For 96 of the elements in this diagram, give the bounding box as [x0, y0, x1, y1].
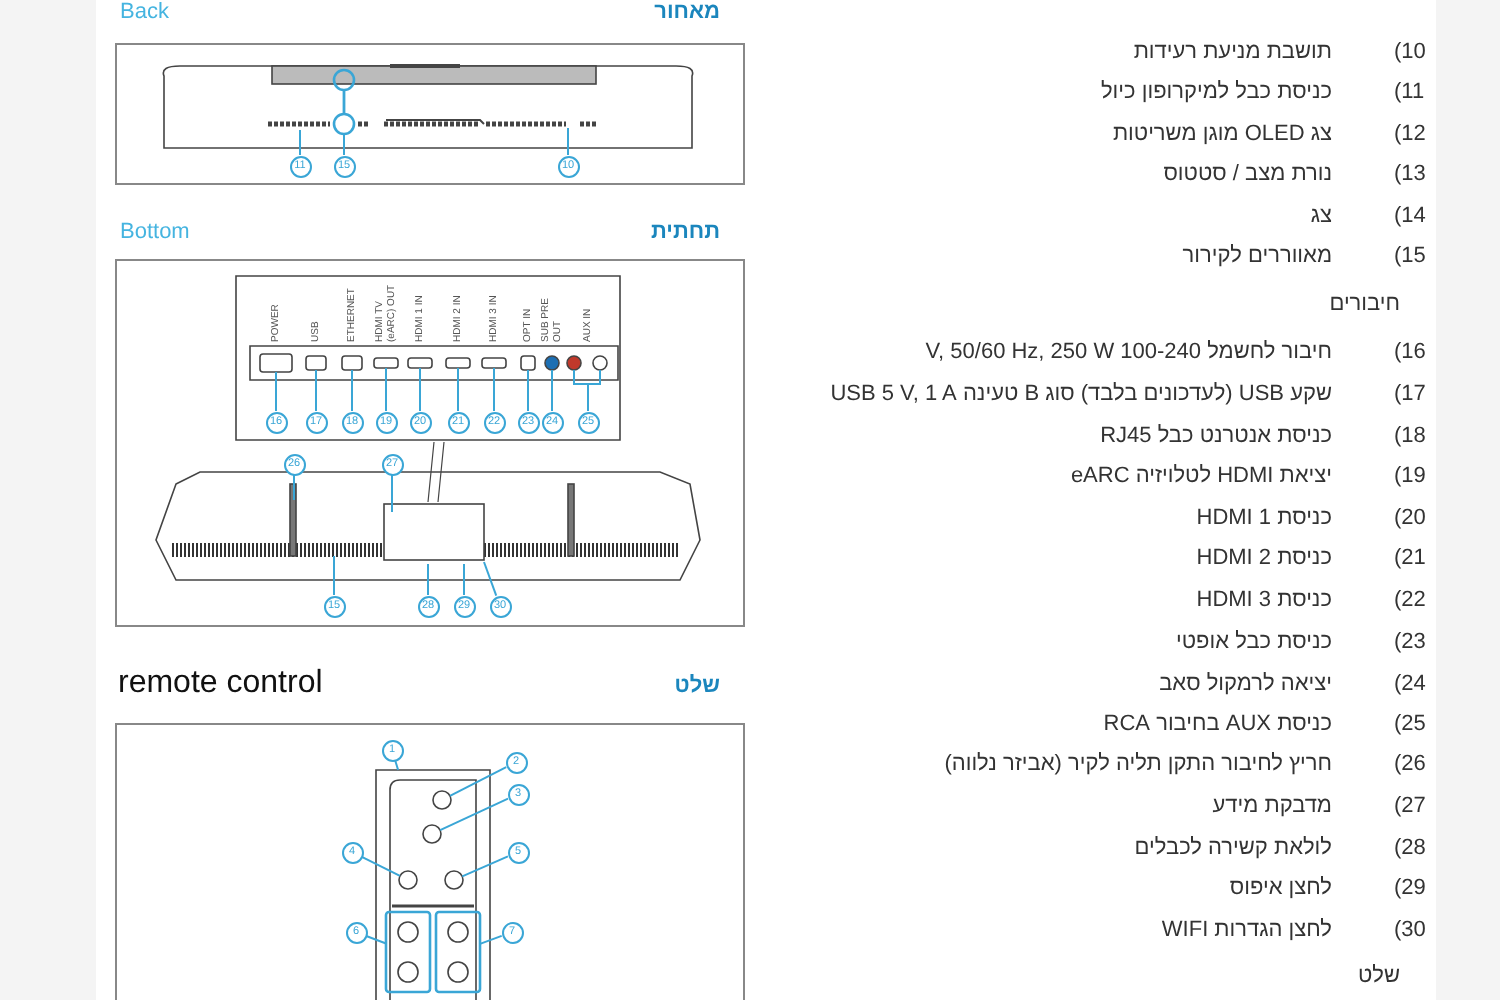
- item-description: כניסת HDMI 1: [1196, 506, 1332, 532]
- section-heading: תחתית: [651, 220, 720, 246]
- audio-jack: [544, 355, 560, 371]
- item-description: כניסת אנטרנט כבל RJ45: [1100, 424, 1332, 450]
- leader-line: [365, 934, 387, 945]
- item-number: (28: [1394, 836, 1426, 862]
- leader-line: [419, 367, 421, 412]
- leader-line: [457, 367, 459, 412]
- item-number: (21: [1394, 546, 1426, 572]
- leader-line: [449, 766, 508, 797]
- leader-line: [479, 934, 503, 945]
- item-number: (23: [1394, 630, 1426, 656]
- leader-line: [551, 369, 553, 412]
- hdmi-port: [445, 357, 471, 369]
- item-number: (30: [1394, 918, 1426, 944]
- leader-line: [315, 369, 317, 412]
- item-description: לחצן הגדרות WIFI: [1161, 918, 1332, 944]
- item-number: (29: [1394, 876, 1426, 902]
- item-number: (13: [1394, 162, 1426, 188]
- item-description: לחצן איפוס: [1229, 876, 1332, 902]
- remote-button: [398, 870, 418, 890]
- item-description: כניסת AUX בחיבור RCA: [1103, 712, 1332, 738]
- highlight-circle: [332, 68, 356, 92]
- item-description: מדבקת מידע: [1212, 794, 1332, 820]
- power-socket: [259, 353, 293, 373]
- highlight-circle: [332, 112, 356, 136]
- item-description: יציאה לרמקול סאב: [1159, 672, 1332, 698]
- leader-line: [527, 369, 529, 412]
- remote-button: [422, 824, 442, 844]
- leader-line: [333, 555, 335, 596]
- item-description: צג OLED מוגן משריטות: [1112, 122, 1332, 148]
- leader-line: [342, 90, 346, 114]
- hdmi-port: [481, 357, 507, 369]
- section-heading: מאחור: [654, 0, 720, 26]
- leader-line: [587, 369, 601, 412]
- item-description: צג: [1310, 204, 1332, 230]
- ethernet-port: [341, 355, 363, 371]
- audio-jack: [592, 355, 608, 371]
- item-description: שקע USB (לעדכונים בלבד) סוג B טעינה USB 5 V, 1 A: [830, 382, 1332, 408]
- item-number: (18: [1394, 424, 1426, 450]
- leader-line: [463, 563, 465, 596]
- hdmi-port: [407, 357, 433, 369]
- leader-line: [461, 855, 509, 878]
- leader-line: [299, 129, 301, 156]
- item-description: כניסת כבל למיקרופון כיול: [1100, 80, 1332, 106]
- audio-jack: [566, 355, 582, 371]
- item-number: (12: [1394, 122, 1426, 148]
- power-button: [432, 790, 452, 810]
- item-number: (11: [1394, 80, 1425, 106]
- section-heading: Back: [120, 0, 169, 26]
- leader-line: [293, 474, 295, 501]
- item-description: כניסת כבל אופטי: [1176, 630, 1332, 656]
- item-description: חריץ לחיבור התקן תליה לקיר (אביזר נלווה): [944, 752, 1332, 778]
- item-number: (24: [1394, 672, 1426, 698]
- item-description: כניסת HDMI 3: [1196, 588, 1332, 614]
- remote-button: [444, 870, 464, 890]
- leader-line: [275, 371, 277, 412]
- leader-line: [351, 369, 353, 412]
- leader-line: [567, 127, 569, 156]
- leader-line: [439, 797, 510, 832]
- item-description: כניסת HDMI 2: [1196, 546, 1332, 572]
- item-number: (16: [1394, 340, 1426, 366]
- item-number: (14: [1394, 204, 1426, 230]
- item-number: (19: [1394, 464, 1426, 490]
- item-description: יציאת HDMI לטלויזיה eARC: [1070, 464, 1332, 490]
- hdmi-port: [373, 357, 399, 369]
- usb-port: [305, 355, 327, 371]
- section-title: remote control: [118, 666, 323, 702]
- section-heading: שלט: [674, 674, 720, 700]
- item-number: (20: [1394, 506, 1426, 532]
- remote-control-drawing: [375, 769, 491, 1000]
- leader-line: [360, 855, 401, 877]
- item-description: לולאת קשירה לכבלים: [1134, 836, 1332, 862]
- item-number: (22: [1394, 588, 1426, 614]
- leader-line: [385, 367, 387, 412]
- item-description: נורת מצב / סטטוס: [1163, 162, 1332, 188]
- leader-line: [427, 563, 429, 596]
- list-heading: שלט: [1357, 964, 1400, 990]
- item-number: (27: [1394, 794, 1426, 820]
- leader-line: [493, 367, 495, 412]
- button-group: [384, 910, 432, 994]
- optical-port: [520, 355, 536, 371]
- leader-line: [483, 561, 498, 597]
- item-number: (15: [1394, 244, 1426, 270]
- item-number: (26: [1394, 752, 1426, 778]
- item-number: (25: [1394, 712, 1426, 738]
- item-description: חיבור לחשמל 100-240 V, 50/60 Hz, 250 W: [925, 340, 1332, 366]
- item-description: תושבת מניעת רעידות: [1133, 40, 1332, 66]
- section-heading: Bottom: [120, 220, 190, 246]
- item-number: (10: [1394, 40, 1426, 66]
- button-group: [434, 910, 482, 994]
- item-description: מאווררים לקירור: [1182, 244, 1332, 270]
- item-number: (17: [1394, 382, 1426, 408]
- list-heading: חיבורים: [1329, 292, 1400, 318]
- leader-line: [391, 474, 393, 513]
- leader-line: [343, 133, 345, 156]
